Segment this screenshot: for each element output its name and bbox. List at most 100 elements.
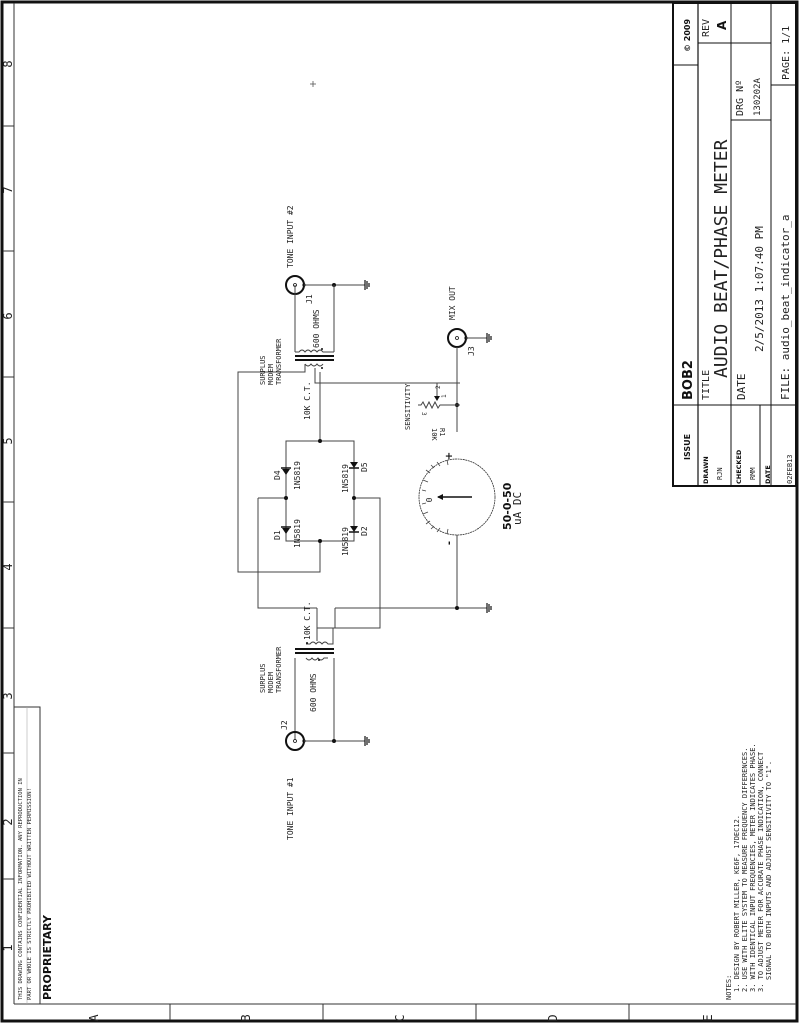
transformer-bottom: SURPLUS MODEM TRANSFORMER 600 OHMS 10K C… [259,601,375,740]
rev-value: A [715,20,729,30]
zone-col-7: 7 [1,186,15,193]
r1-label: SENSITIVITY [404,383,412,430]
j2-ref: J2 [280,720,289,730]
zone-col-1: 1 [1,944,15,951]
meter-range: 50-0-50 [501,482,514,530]
j3-ref: J3 [467,346,476,356]
zone-col-4: 4 [1,563,15,570]
zone-row-d: D [546,1014,560,1021]
row-zone-dividers [169,1004,630,1020]
page-label: PAGE: [781,50,792,80]
drg-number-label: DRG Nº [735,80,746,116]
ground-symbol-meter [486,603,492,613]
t-bottom-primary: 600 OHMS [309,673,318,712]
t-top-secondary: 10K C.T. [303,381,312,420]
zone-col-8: 8 [1,60,15,67]
column-zone-dividers [3,125,14,880]
diode-d1: D1 1N5819 [273,519,302,548]
zone-row-c: C [393,1014,407,1021]
proprietary-box: THIS DRAWING CONTAINS CONFIDENTIAL INFOR… [14,706,54,1004]
notes-block: NOTES: 1. DESIGN BY ROBERT MILLER, KE6F,… [725,743,773,1000]
issue-label: ISSUE [683,434,692,460]
title-value: AUDIO BEAT/PHASE METER [711,139,732,378]
ground-symbol-j2 [364,736,370,746]
j2-label: TONE INPUT #1 [286,777,295,840]
r1-ref: R1 [438,428,446,436]
checked-value: RMM [749,467,757,480]
proprietary-heading: PROPRIETARY [41,914,54,1000]
registration-mark [310,81,316,87]
t-top-line2: MODEM [267,364,275,385]
t-top-primary: 600 OHMS [312,309,321,348]
d4-part: 1N5819 [293,461,302,490]
zone-row-b: B [239,1014,253,1021]
drawn-date-value: 02FEB13 [786,454,794,484]
rev-label: REV [701,19,712,37]
d1-ref: D1 [273,530,282,540]
r1-pin3: 3 [420,412,427,416]
notes-heading: NOTES: [725,975,733,1000]
row-zone-labels: A B C D E [87,1014,715,1022]
checked-label: CHECKED [735,449,743,484]
meter-minus: - [444,541,455,545]
diode-d5: D5 1N5819 [341,462,369,493]
d1-part: 1N5819 [293,519,302,548]
svg-text:FILE: audio_beat_indicator_a: FILE: audio_beat_indicator_a [779,215,792,400]
issue-value: BOB2 [681,360,696,400]
d4-ref: D4 [273,470,282,480]
note-1: 1. DESIGN BY ROBERT MILLER, KE6F, 17DEC1… [733,815,741,992]
t-bottom-line3: TRANSFORMER [275,646,283,693]
file-value: audio_beat_indicator_a [779,215,792,361]
ground-symbol-j1 [364,280,370,290]
t-top-line1: SURPLUS [259,355,267,385]
title-label: TITLE [701,370,712,400]
zone-col-2: 2 [1,818,15,825]
r1-pin2: 2 [435,385,442,389]
drg-number-value: 130202A [753,77,763,116]
meter-zero: 0 [425,497,434,502]
page-value: 1/1 [781,26,792,44]
proprietary-line-1: THIS DRAWING CONTAINS CONFIDENTIAL INFOR… [18,778,24,1000]
jack-j3: MIX OUT J3 [447,286,487,356]
print-date-label: DATE [735,374,748,401]
j1-label: TONE INPUT #2 [286,205,295,268]
jack-j1: TONE INPUT #2 J1 [285,205,365,304]
note-4: 3. TO ADJUST METER FOR ACCURATE PHASE IN… [757,751,765,992]
r1-value: 10K [430,428,438,441]
file-field: FILE: audio_beat_indicator_a [779,215,792,400]
d5-part: 1N5819 [341,464,350,493]
title-block: ISSUE BOB2 © 2009 DRAWN RJN CHECKED RMM … [672,2,797,487]
zone-col-5: 5 [1,437,15,444]
diode-d4: D4 1N5819 [273,461,302,490]
zone-col-3: 3 [1,692,15,699]
d2-ref: D2 [360,526,369,536]
j1-ref: J1 [305,294,314,304]
meter-gauge: 0 + - 50-0-50 uA DC [418,452,524,545]
zone-row-a: A [87,1014,101,1022]
r1-pin1: 1 [441,394,448,398]
drawn-label: DRAWN [702,456,710,484]
file-label: FILE: [779,367,792,400]
meter-plus: + [444,452,455,460]
drawn-value: RJN [716,467,724,480]
print-date-value: 2/5/2013 1:07:40 PM [753,226,766,352]
transformer-top: SURPLUS MODEM TRANSFORMER 600 OHMS 10K C… [259,285,335,420]
diode-d2: D2 1N5819 [341,526,369,556]
page-field: PAGE: 1/1 [781,26,792,80]
t-bottom-line1: SURPLUS [259,663,267,693]
copyright-text: © 2009 [683,19,692,52]
column-zone-labels: 1 2 3 4 5 6 7 8 [1,60,15,951]
wiring [237,352,487,629]
t-bottom-line2: MODEM [267,672,275,693]
t-top-line3: TRANSFORMER [275,338,283,385]
potentiometer-r1: SENSITIVITY 10K R1 2 1 3 [404,383,460,441]
j3-label: MIX OUT [448,286,457,320]
zone-col-6: 6 [1,312,15,319]
t-bottom-secondary: 10K C.T. [303,601,312,640]
note-2: 2. USE WITH ELITE SYSTEM TO MEASURE FREQ… [741,748,749,992]
zone-row-e: E [701,1014,715,1021]
ground-symbol-j3 [486,333,492,343]
svg-text:PAGE: 1/1: PAGE: 1/1 [781,26,792,80]
